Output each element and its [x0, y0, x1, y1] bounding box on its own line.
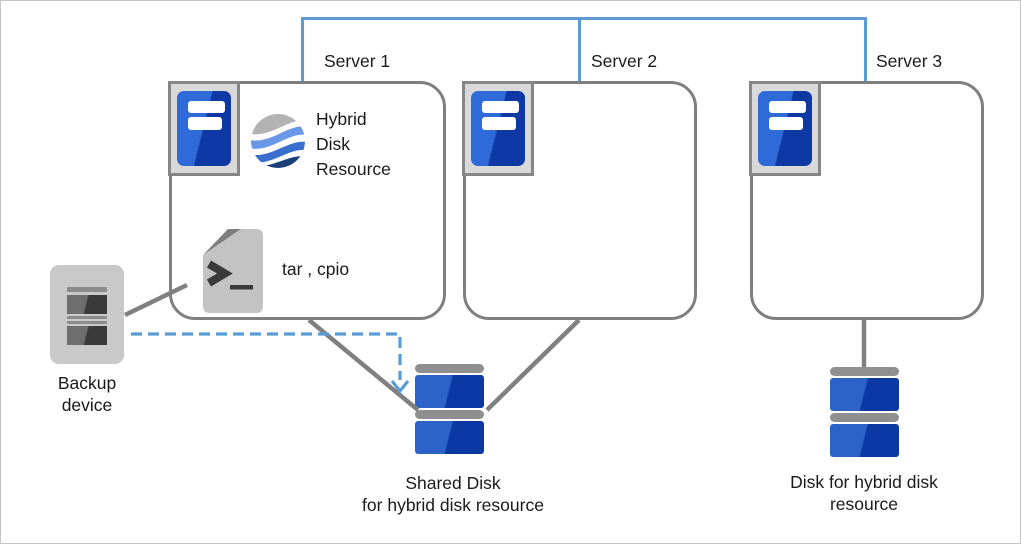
disk-platter [830, 378, 899, 411]
down-arrowhead-icon [390, 380, 410, 394]
server-tower-icon [168, 81, 240, 176]
disk-platter [415, 375, 484, 408]
hybrid-disk-label-line2: resource [829, 494, 899, 514]
hybrid-resource-line3: Resource [316, 159, 391, 179]
server1-to-shared-disk-line [307, 318, 420, 412]
server-tower-body [177, 91, 231, 166]
prompt-chevron-glyph [206, 260, 233, 287]
server-tower-icon [749, 81, 821, 176]
server-drive-bar [769, 101, 806, 113]
shared-disk-stack-icon [415, 364, 484, 456]
hybrid-resource-line2: Disk [316, 134, 351, 154]
disk-platter [415, 421, 484, 454]
disk-cap [830, 367, 899, 376]
script-file-fold [203, 229, 241, 255]
tape-slot-bar [67, 287, 107, 292]
hybrid-disk-label-line1: Disk for hybrid disk [790, 472, 938, 492]
hybrid-disk-resource-swirl-icon [251, 114, 305, 168]
backup-device-label-line2: device [61, 395, 113, 415]
disk-cap [830, 413, 899, 422]
server-drive-bar [769, 117, 803, 130]
hybrid-disk-resource-label: Hybrid Disk Resource [316, 107, 391, 182]
server-drive-bar [188, 101, 225, 113]
prompt-underscore-glyph [230, 285, 253, 290]
hybrid-disk-label: Disk for hybrid disk resource [744, 471, 984, 515]
script-file-body [203, 229, 263, 313]
backup-device-label-line1: Backup [57, 373, 117, 393]
server2-to-shared-disk-line [485, 318, 581, 412]
server2-label: Server 2 [591, 51, 658, 71]
server3-label: Server 3 [876, 51, 943, 71]
tape-bay [67, 326, 107, 345]
server1-label: Server 1 [324, 51, 391, 71]
hybrid-disk-stack-icon [830, 367, 899, 459]
shared-disk-label-line1: Shared Disk [405, 473, 501, 493]
backup-tools-label: tar , cpio [282, 259, 350, 279]
tape-bay [67, 295, 107, 314]
server-tower-icon [462, 81, 534, 176]
script-file-icon [203, 229, 263, 313]
tape-slot-bar [67, 321, 107, 324]
disk-platter [830, 424, 899, 457]
server-tower-body [758, 91, 812, 166]
tape-slot-bar [67, 316, 107, 319]
backup-tape-device-icon [50, 265, 124, 364]
shared-disk-label-line2: for hybrid disk resource [362, 495, 544, 515]
disk-cap [415, 410, 484, 419]
server-tower-body [471, 91, 525, 166]
server-drive-bar [188, 117, 222, 130]
hybrid-resource-line1: Hybrid [316, 109, 367, 129]
disk-cap [415, 364, 484, 373]
server-drive-bar [482, 117, 516, 130]
server-drive-bar [482, 101, 519, 113]
shared-disk-label: Shared Disk for hybrid disk resource [333, 472, 573, 516]
backup-data-flow-dashed-line [131, 332, 402, 380]
backup-device-label: Backup device [27, 372, 147, 416]
